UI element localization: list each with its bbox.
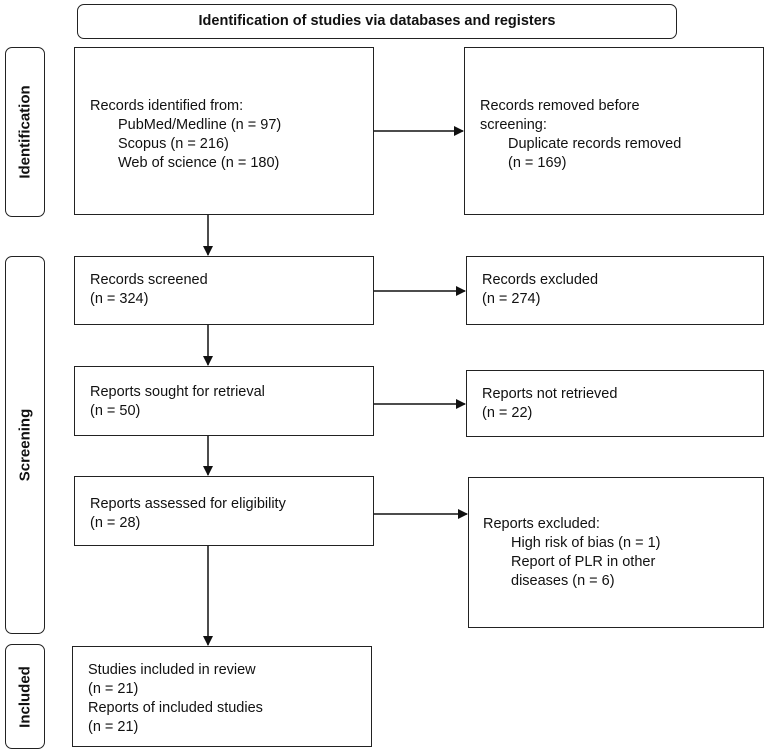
- reports-excluded-box: Reports excluded: High risk of bias (n =…: [468, 477, 764, 628]
- source-scopus: Scopus (n = 216): [118, 136, 229, 152]
- records-screened-count: (n = 324): [90, 291, 149, 307]
- phase-screening: Screening: [5, 256, 45, 634]
- records-excluded-box: Records excluded (n = 274): [466, 256, 764, 325]
- reports-sought-count: (n = 50): [90, 403, 141, 419]
- source-pubmed: PubMed/Medline (n = 97): [118, 117, 282, 133]
- source-web-of-science: Web of science (n = 180): [118, 155, 280, 171]
- records-excluded-count: (n = 274): [482, 291, 541, 307]
- reports-included-title: Reports of included studies: [88, 700, 263, 716]
- reports-assessed-title: Reports assessed for eligibility: [90, 496, 286, 512]
- records-removed-box: Records removed before screening: Duplic…: [464, 47, 764, 215]
- phase-included: Included: [5, 644, 45, 749]
- records-identified-title: Records identified from:: [90, 98, 244, 114]
- studies-included-count: (n = 21): [88, 681, 139, 697]
- records-screened-box: Records screened (n = 324): [74, 256, 374, 325]
- duplicates-removed-count: (n = 169): [508, 155, 567, 171]
- reports-excluded-title: Reports excluded:: [483, 516, 600, 532]
- records-identified-box: Records identified from: PubMed/Medline …: [74, 47, 374, 215]
- reports-included-count: (n = 21): [88, 719, 139, 735]
- reports-sought-title: Reports sought for retrieval: [90, 384, 265, 400]
- phase-identification: Identification: [5, 47, 45, 217]
- records-screened-title: Records screened: [90, 272, 208, 288]
- records-excluded-title: Records excluded: [482, 272, 599, 288]
- studies-included-box: Studies included in review (n = 21) Repo…: [72, 646, 372, 747]
- duplicates-removed: Duplicate records removed: [508, 136, 682, 152]
- reports-not-retrieved-box: Reports not retrieved (n = 22): [466, 370, 764, 437]
- records-removed-line1: Records removed before: [480, 98, 640, 114]
- reports-not-retrieved-count: (n = 22): [482, 405, 533, 421]
- reason-high-risk-bias: High risk of bias (n = 1): [511, 535, 661, 551]
- flow-header: Identification of studies via databases …: [77, 4, 677, 39]
- reports-sought-box: Reports sought for retrieval (n = 50): [74, 366, 374, 436]
- records-removed-line2: screening:: [480, 117, 547, 133]
- reports-not-retrieved-title: Reports not retrieved: [482, 386, 618, 402]
- reports-assessed-count: (n = 28): [90, 515, 141, 531]
- reports-assessed-box: Reports assessed for eligibility (n = 28…: [74, 476, 374, 546]
- reason-plr-other-line2: diseases (n = 6): [511, 573, 615, 589]
- reason-plr-other-line1: Report of PLR in other: [511, 554, 656, 570]
- studies-included-title: Studies included in review: [88, 662, 256, 678]
